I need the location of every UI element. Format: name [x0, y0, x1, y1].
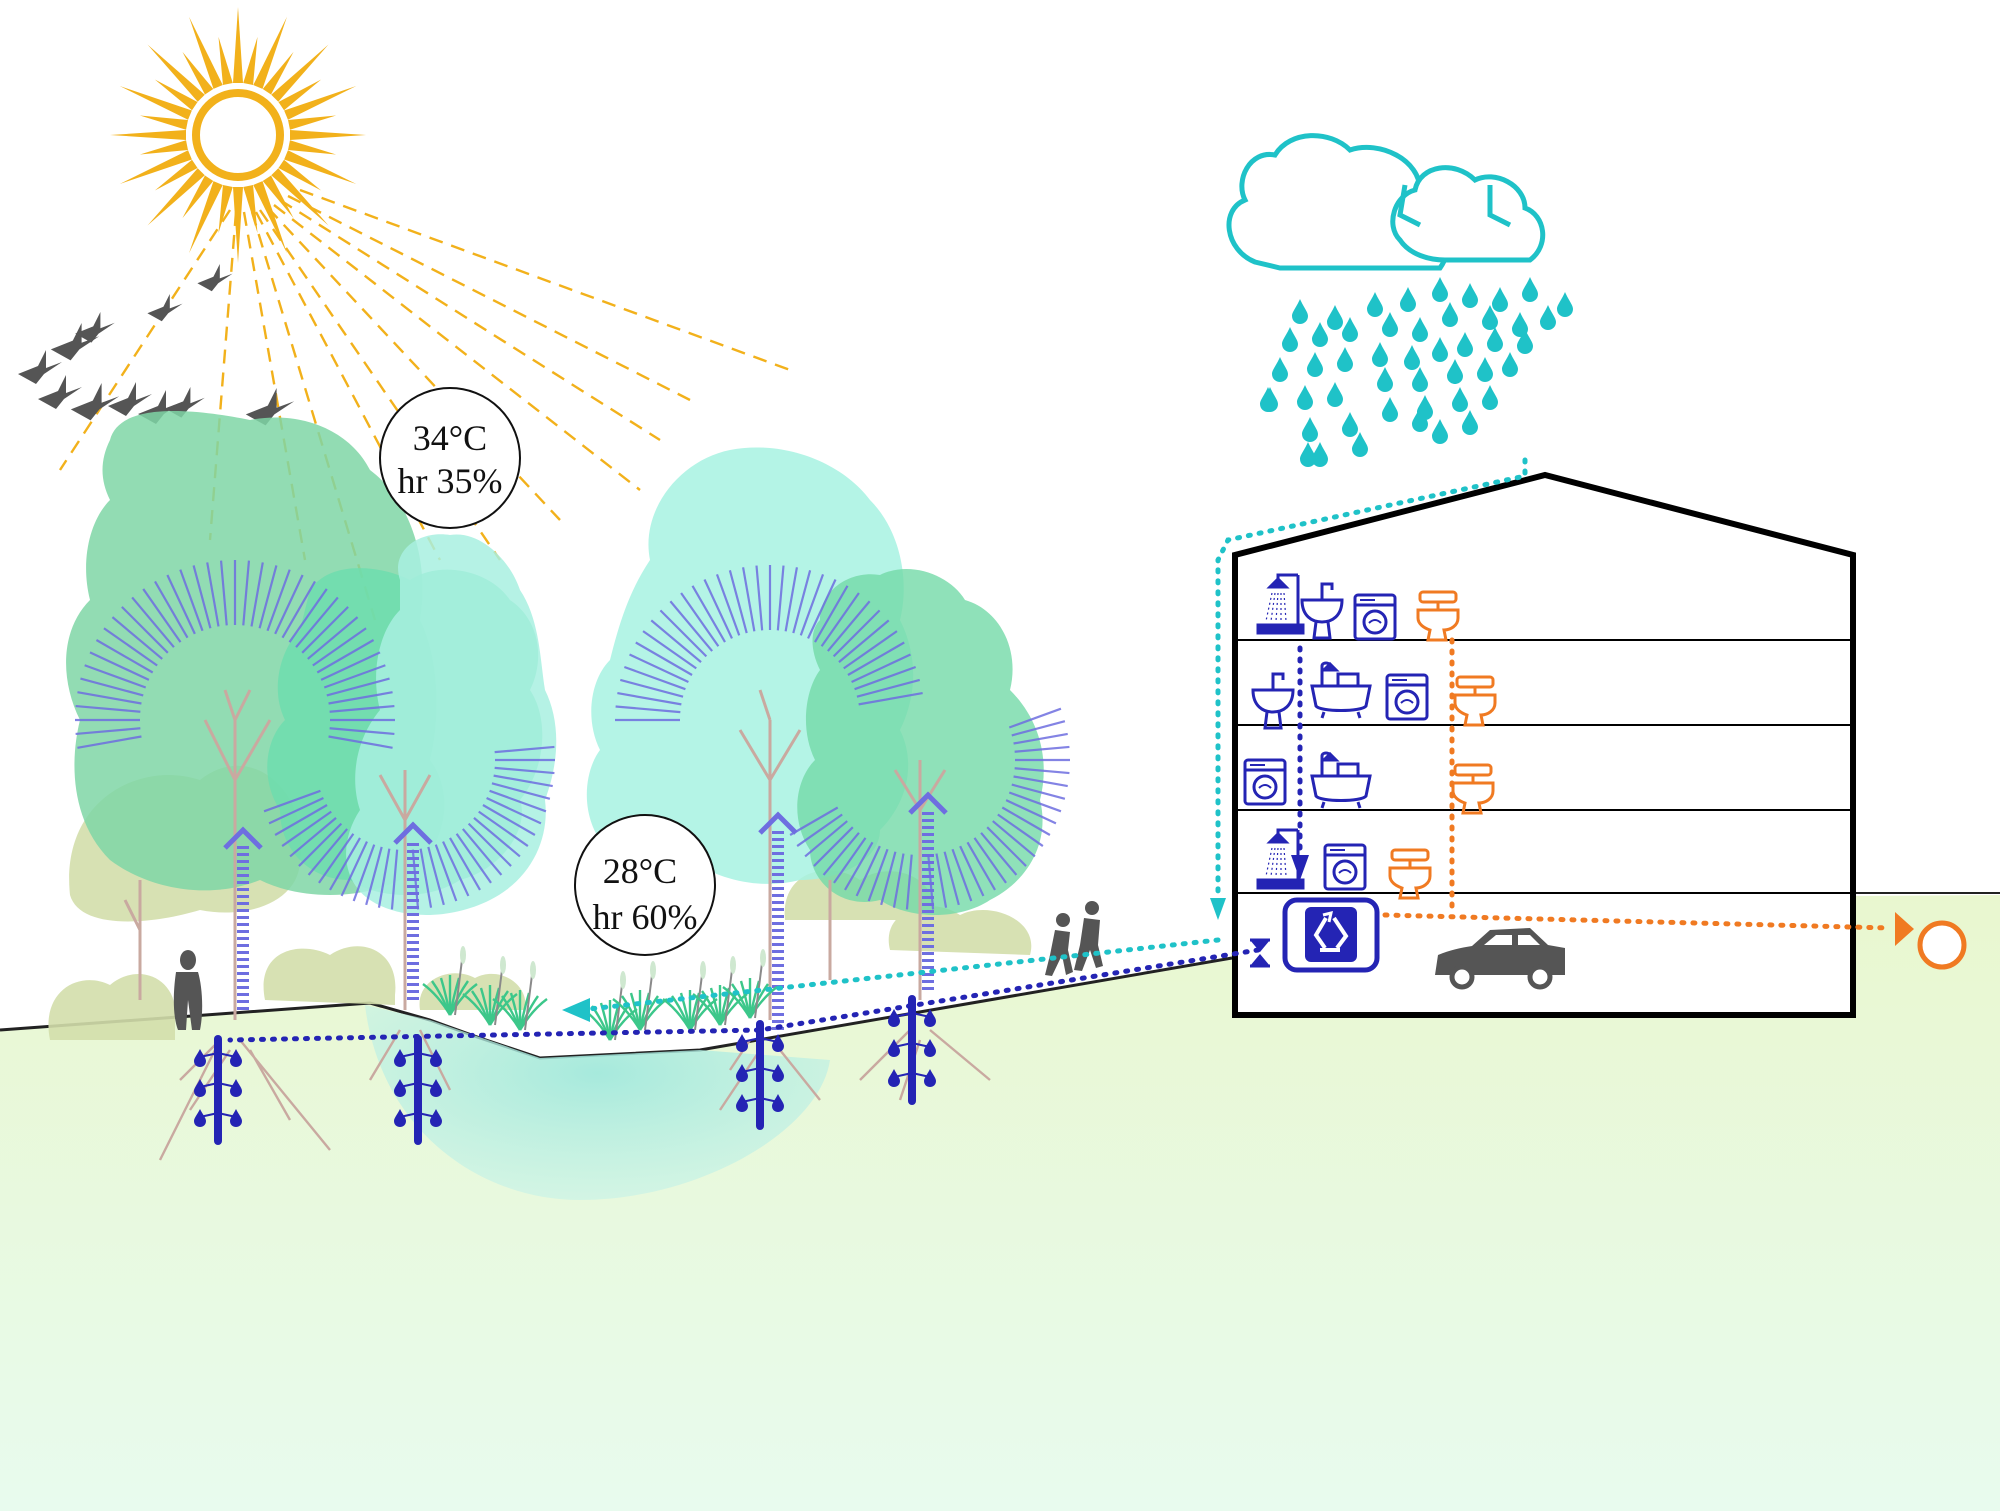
cool-humidity-text: hr 60% [593, 897, 698, 937]
sun-icon [110, 7, 366, 263]
appliance-icons [1243, 573, 1497, 900]
outlet-circle-icon [1917, 920, 1967, 970]
evapotranspiration-hatching [75, 560, 1070, 910]
valve-icon [1250, 938, 1270, 968]
cool-temp-text: 28°C [603, 851, 677, 891]
person-icon [173, 950, 203, 1030]
retention-basin [365, 1005, 830, 1200]
hot-humidity-text: hr 35% [398, 461, 503, 501]
tree-canopy-3 [346, 534, 557, 915]
cloud-icon [1226, 133, 1546, 271]
car-icon [1435, 928, 1565, 990]
rainwater-arrow-left [562, 998, 590, 1022]
birds-icon [18, 264, 295, 426]
tree-canopy-5 [797, 569, 1044, 915]
tree-canopies [66, 411, 1044, 915]
blackwater-path [1382, 637, 1893, 931]
greywater-arrow [1291, 855, 1309, 880]
rainwater-path [577, 457, 1528, 1013]
sap-flow-arrows [223, 791, 948, 1030]
cool-climate-label: 28°C hr 60% [574, 814, 716, 956]
rain-icon [1260, 277, 1573, 467]
hot-climate-label: 34°C hr 35% [379, 387, 521, 529]
recycle-unit [1282, 897, 1380, 973]
wetland-grasses [422, 946, 778, 1041]
rainwater-arrow-down [1210, 898, 1226, 920]
root-water-uptake [194, 995, 936, 1145]
walking-people-icon [1045, 901, 1103, 976]
blackwater-arrow [1895, 912, 1914, 946]
tree-trunks [123, 689, 947, 1020]
hot-temp-text: 34°C [413, 418, 487, 458]
recycle-icon [1313, 910, 1349, 952]
